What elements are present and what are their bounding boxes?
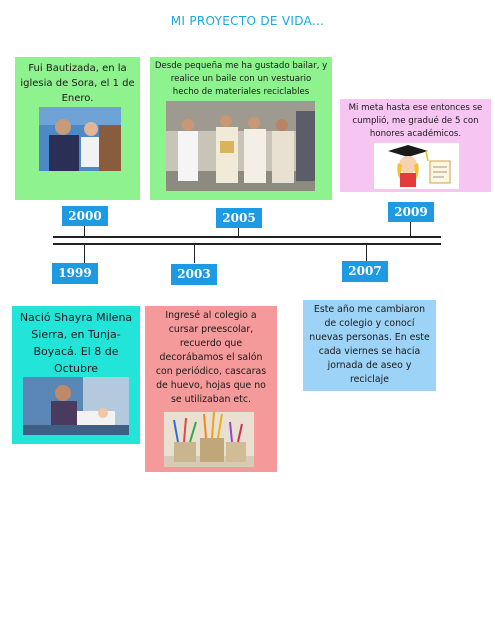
- event-text-line: se utilizaban etc.: [171, 394, 251, 405]
- event-text-line: de huevo, hojas que no: [156, 380, 266, 391]
- event-text-line: Fui Bautizada, en la: [28, 63, 127, 74]
- event-text-line: Mi meta hasta ese entonces se: [348, 103, 483, 113]
- event-text-line: recuerdo que: [179, 338, 243, 349]
- baptism-photo: [39, 107, 121, 171]
- event-card-2003: Ingresé al colegio a cursar preescolar, …: [145, 306, 277, 472]
- event-text-line: Ingresé al colegio a: [165, 310, 257, 321]
- timeline-line-top: [53, 236, 441, 238]
- year-badge-2005: 2005: [216, 208, 262, 228]
- event-text-line: Sierra, en Tunja-: [31, 328, 121, 341]
- event-text-line: Boyacá. El 8 de: [33, 345, 119, 358]
- event-text-line: iglesia de Sora, el 1 de: [20, 78, 135, 89]
- year-badge-2000: 2000: [62, 206, 108, 226]
- birth-photo: [23, 377, 129, 435]
- event-text-line: Desde pequeña me ha gustado bailar, y: [154, 61, 328, 71]
- event-text-line: Este año me cambiaron: [313, 304, 426, 315]
- connector-1999: [84, 245, 85, 263]
- connector-2007: [366, 245, 367, 261]
- event-text-line: decorábamos el salón: [159, 352, 263, 363]
- event-text-line: cumplió, me gradué de 5 con: [352, 116, 479, 126]
- event-text-line: jornada de aseo y: [327, 360, 412, 371]
- year-badge-2007: 2007: [342, 261, 388, 282]
- pencils-photo: [164, 412, 254, 467]
- event-card-2009: Mi meta hasta ese entonces se cumplió, m…: [340, 99, 491, 192]
- event-card-1999: Nació Shayra Milena Sierra, en Tunja- Bo…: [12, 306, 140, 444]
- dance-photo: [166, 101, 315, 191]
- event-text-line: realice un baile con un vestuario: [170, 74, 312, 84]
- timeline-line-bottom: [53, 243, 441, 245]
- page-title: MI PROYECTO DE VIDA...: [170, 14, 325, 28]
- event-text-line: reciclaje: [349, 374, 390, 385]
- event-text-line: cada viernes se hacia: [318, 346, 421, 357]
- event-text-line: con periódico, cascaras: [155, 366, 267, 377]
- event-text-line: cursar preescolar,: [168, 324, 254, 335]
- event-card-2005: Desde pequeña me ha gustado bailar, y re…: [150, 57, 332, 200]
- year-badge-2009: 2009: [388, 202, 434, 222]
- connector-2005: [238, 228, 239, 236]
- event-text-line: nuevas personas. En este: [309, 332, 430, 343]
- event-text-line: Nació Shayra Milena: [19, 311, 133, 324]
- graduate-clipart: [374, 143, 459, 189]
- year-badge-2003: 2003: [171, 264, 217, 285]
- year-badge-1999: 1999: [52, 263, 98, 284]
- event-text-line: Octubre: [53, 362, 99, 375]
- event-text-line: honores académicos.: [369, 129, 462, 139]
- event-text-line: hecho de materiales reciclables: [172, 87, 310, 97]
- event-card-2000: Fui Bautizada, en la iglesia de Sora, el…: [15, 57, 140, 200]
- connector-2000: [84, 226, 85, 236]
- event-card-2007: Este año me cambiaron de colegio y conoc…: [303, 300, 436, 391]
- event-text-line: Enero.: [61, 93, 94, 104]
- connector-2009: [410, 222, 411, 236]
- event-text-line: de colegio y conocí: [324, 318, 415, 329]
- connector-2003: [194, 245, 195, 263]
